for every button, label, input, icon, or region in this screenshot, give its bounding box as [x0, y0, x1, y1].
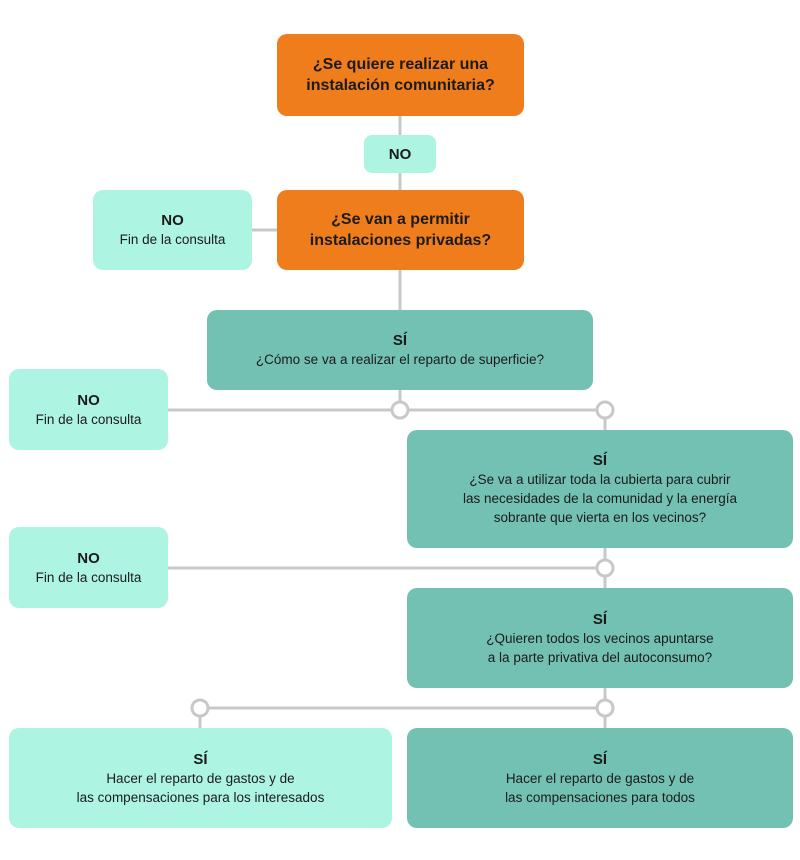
step-whole-roof-text: ¿Se va a utilizar toda la cubierta para …: [463, 472, 737, 525]
step-all-neighbours-text: ¿Quieren todos los vecinos apuntarse a l…: [486, 630, 714, 665]
step-surface-distribution-title: SÍ: [392, 332, 408, 349]
result-all: SÍ Hacer el reparto de gastos y de las c…: [407, 728, 793, 828]
junction-circle: [595, 400, 615, 420]
end-consultation-3-text: Fin de la consulta: [35, 569, 142, 585]
end-consultation-1-title: NO: [161, 212, 184, 229]
result-all-title: SÍ: [592, 750, 608, 768]
step-all-neighbours-title: SÍ: [592, 610, 608, 628]
end-consultation-2-title: NO: [77, 391, 100, 409]
end-consultation-1: NO Fin de la consulta: [93, 190, 252, 270]
question-community-installation-text: ¿Se quiere realizar una instalación comu…: [306, 56, 495, 94]
result-interested: SÍ Hacer el reparto de gastos y de las c…: [9, 728, 392, 828]
end-consultation-3: NO Fin de la consulta: [9, 527, 168, 608]
end-consultation-2: NO Fin de la consulta: [9, 369, 168, 450]
step-surface-distribution: SÍ ¿Cómo se va a realizar el reparto de …: [207, 310, 593, 390]
junction-circle: [190, 698, 210, 718]
question-private-installations-text: ¿Se van a permitir instalaciones privada…: [309, 211, 492, 249]
question-private-installations: ¿Se van a permitir instalaciones privada…: [277, 190, 524, 270]
no-badge: NO: [364, 135, 436, 173]
result-all-text: Hacer el reparto de gastos y de las comp…: [505, 770, 695, 805]
step-whole-roof-title: SÍ: [592, 452, 608, 469]
junction-circle: [595, 558, 615, 578]
no-badge-label: NO: [388, 145, 412, 163]
step-surface-distribution-text: ¿Cómo se va a realizar el reparto de sup…: [255, 352, 545, 367]
step-whole-roof: SÍ ¿Se va a utilizar toda la cubierta pa…: [407, 430, 793, 548]
junction-circle: [390, 400, 410, 420]
junction-circle: [595, 698, 615, 718]
result-interested-title: SÍ: [193, 750, 208, 768]
end-consultation-2-text: Fin de la consulta: [35, 411, 142, 427]
question-community-installation: ¿Se quiere realizar una instalación comu…: [277, 34, 524, 116]
step-all-neighbours: SÍ ¿Quieren todos los vecinos apuntarse …: [407, 588, 793, 688]
result-interested-text: Hacer el reparto de gastos y de las comp…: [76, 770, 325, 805]
end-consultation-1-text: Fin de la consulta: [119, 232, 226, 247]
end-consultation-3-title: NO: [77, 549, 100, 567]
